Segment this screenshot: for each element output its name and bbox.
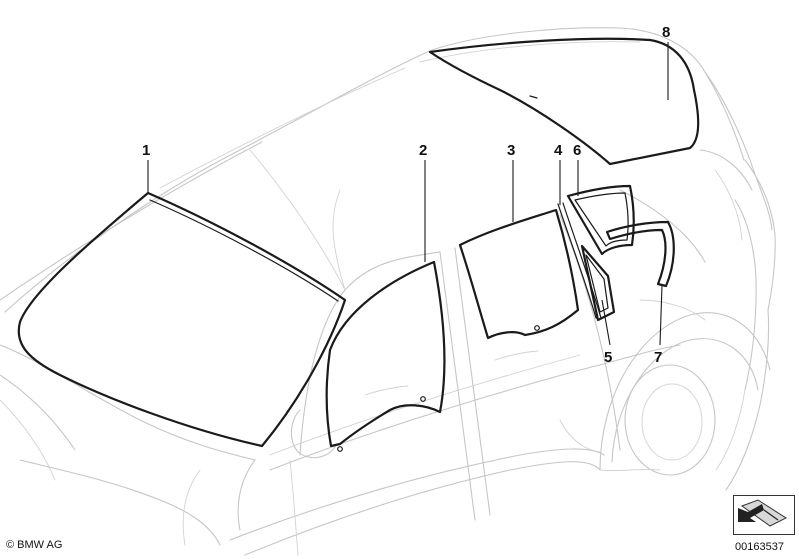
callout-7: 7 (654, 349, 662, 366)
diagram-reference-number: 00163537 (735, 541, 784, 553)
rear-fixed-glass-part-5[interactable] (580, 244, 616, 322)
callout-3: 3 (507, 142, 515, 159)
vehicle-outline (0, 27, 776, 556)
rear-door-glass-part-3[interactable] (458, 208, 580, 340)
windscreen-part-1[interactable] (17, 191, 347, 448)
callout-1: 1 (142, 142, 150, 159)
copyright-notice: © BMW AG (6, 539, 63, 551)
front-door-glass-part-2[interactable] (325, 260, 446, 452)
callout-labels: 1 2 3 4 5 6 7 8 (142, 24, 670, 366)
leader-lines (147, 42, 669, 346)
door-seal-part-4[interactable] (557, 202, 602, 319)
callout-6: 6 (573, 142, 581, 159)
callout-8: 8 (662, 24, 670, 41)
callout-4: 4 (554, 142, 563, 159)
glass-roof-part-8[interactable] (428, 37, 700, 166)
callout-5: 5 (604, 349, 612, 366)
callout-2: 2 (419, 142, 427, 159)
rear-side-window-part-6[interactable] (566, 184, 635, 256)
rear-trim-part-7[interactable] (605, 220, 675, 288)
reference-symbol (733, 495, 795, 535)
folded-corner-arrow-icon (738, 499, 788, 527)
